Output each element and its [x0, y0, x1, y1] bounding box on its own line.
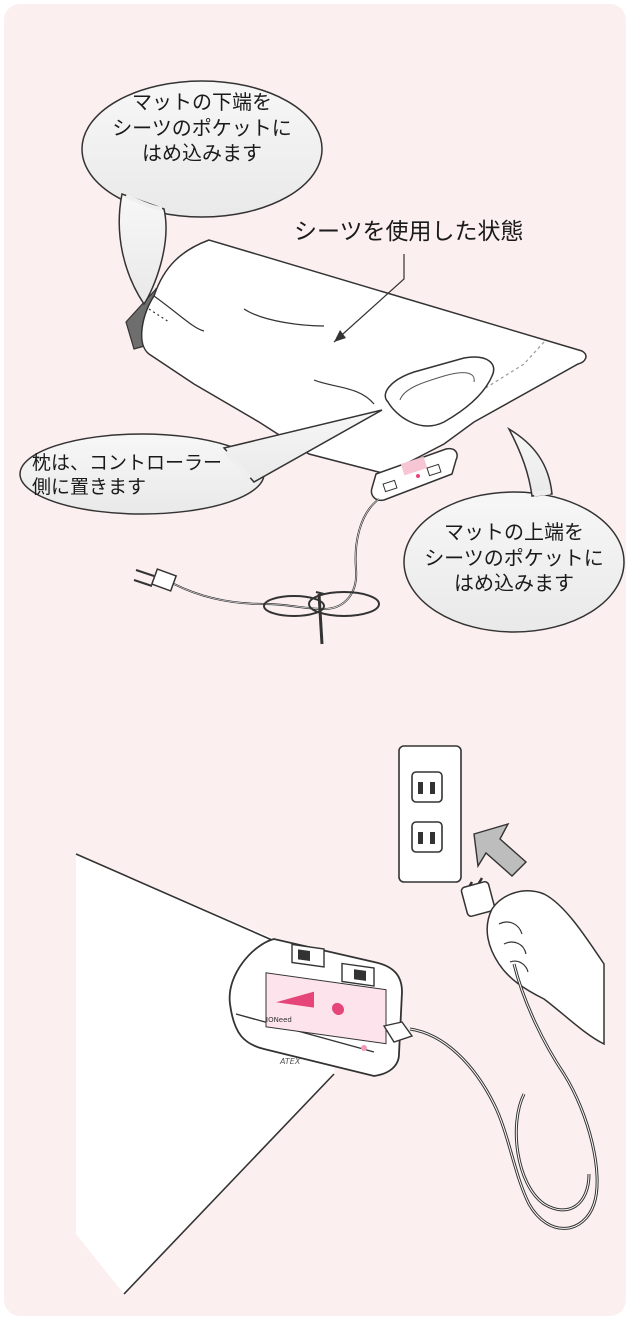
speech-bubble-mat-top	[403, 426, 625, 633]
pillow	[384, 356, 495, 427]
setup-illustration: IONeed ATEX	[19, 80, 625, 1295]
mat-sheet	[125, 239, 587, 475]
wall-outlet	[398, 745, 462, 883]
speech-bubble-pillow	[19, 409, 383, 515]
bubble-text-mat-bottom: マットの下端を シーツのポケットに はめ込みます	[112, 90, 292, 166]
controller-brand-label: ATEX	[279, 1057, 301, 1066]
hand-with-plug	[460, 877, 605, 1046]
mat-closeup	[75, 853, 335, 1295]
controller-small	[370, 447, 458, 502]
speech-bubble-mat-bottom	[81, 80, 323, 306]
power-cord-top	[133, 498, 380, 645]
controller-closeup: IONeed ATEX	[228, 938, 403, 1077]
plug-in-arrow-icon	[473, 822, 528, 877]
controller-display-label: IONeed	[266, 1016, 292, 1024]
bubble-text-mat-top: マットの上端を シーツのポケットに はめ込みます	[424, 520, 604, 596]
illustration-panel: IONeed ATEX マットの下端を シーツのポケットに はめ込みます シーツ…	[4, 4, 626, 1316]
power-cord-bottom	[382, 963, 599, 1230]
bubble-text-pillow: 枕は、コントローラー 側に置きます	[32, 452, 223, 499]
sheet-in-use-caption: シーツを使用した状態	[294, 219, 524, 245]
